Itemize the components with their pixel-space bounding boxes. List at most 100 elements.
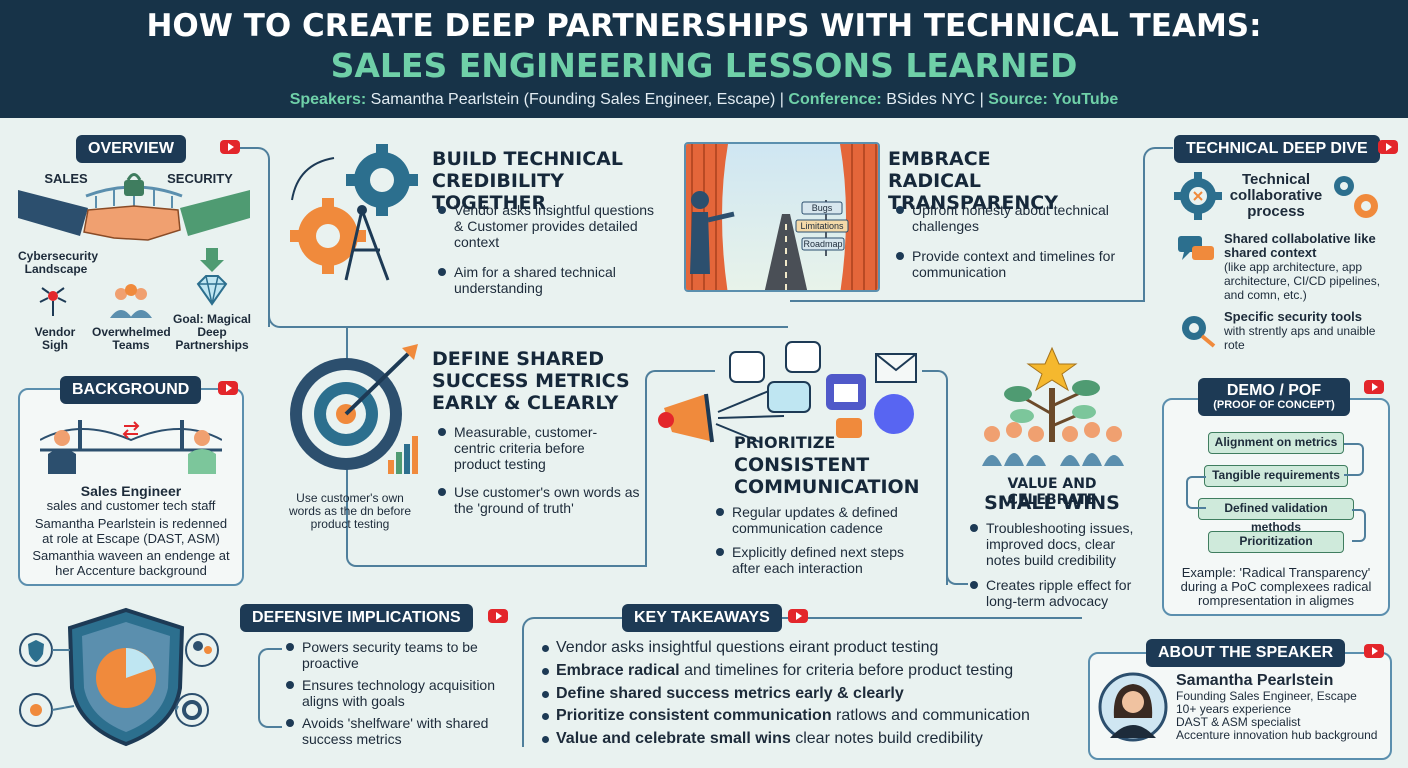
connector-line [1143,147,1173,302]
takeaway-4-bold: Prioritize consistent communication [556,707,832,724]
credibility-title: BUILD TECHNICAL CREDIBILITY TOGETHER [432,148,623,214]
background-line2: Samanthia waveen an endenge at her Accen… [32,548,230,578]
youtube-icon[interactable] [1364,644,1384,658]
speaker-info: Samantha Pearlstein Founding Sales Engin… [1176,672,1386,742]
curtain-road-icon [686,144,878,290]
bridge-icon [40,420,222,474]
speaker-pill: ABOUT THE SPEAKER [1146,639,1346,667]
transparency-illustration: Bugs Limitations Roadmap [684,142,880,292]
defensive-bullet-2: Ensures technology acquisition aligns wi… [286,677,512,709]
wins-title-2: SMALL WINS [984,492,1120,514]
wins-bullet-1: Troubleshooting issues, improved docs, c… [970,520,1152,568]
metrics-caption: Use customer's own words as the dn befor… [288,491,412,531]
communication-title-2: CONSISTENT COMMUNICATION [734,454,920,498]
youtube-icon[interactable] [220,140,240,154]
speaker-line-4: Accenture innovation hub background [1176,728,1378,742]
connector-line [922,370,948,585]
speakers-label: Speakers: [289,91,367,108]
flow-connector [1186,476,1206,509]
takeaway-4-text: ratlows and communication [831,707,1030,724]
takeaway-1: Vendor asks insightful questions eirant … [541,638,939,658]
wins-bullet-2: Creates ripple effect for long-term advo… [970,577,1152,609]
meta-separator: | [979,91,984,108]
defensive-pill: DEFENSIVE IMPLICATIONS [240,604,473,632]
communication-bullet-2: Explicitly defined next steps after each… [716,544,922,576]
speaker-name: Samantha Pearlstein [1176,672,1334,689]
takeaway-2-text: and timelines for criteria before produc… [679,662,1014,679]
demo-step-1: Alignment on metrics [1208,432,1344,454]
connector-line [645,370,715,567]
flow-connector [1352,509,1366,542]
connector-line [258,648,282,728]
youtube-icon[interactable] [788,609,808,623]
target-icon [290,344,418,474]
takeaway-1-text: Vendor asks insightful questions eirant … [556,639,939,656]
page-title: HOW TO CREATE DEEP PARTNERSHIPS WITH TEC… [146,8,1262,44]
speaker-line-2: 10+ years experience [1176,702,1292,716]
deep-dive-item-2-bold: Specific security tools [1224,309,1362,324]
takeaway-2-bold: Embrace radical [556,662,680,679]
credibility-bullet-1: Vendor asks insightful questions & Custo… [438,202,655,250]
speaker-line-1: Founding Sales Engineer, Escape [1176,689,1357,703]
connector-line [268,290,788,328]
demo-example: Example: 'Radical Transparency' during a… [1180,565,1372,608]
landscape-icon [39,287,67,316]
meta-separator: | [779,91,784,108]
youtube-icon[interactable] [488,609,508,623]
tools-icon [1182,316,1216,348]
demo-step-3: Defined validation methods [1198,498,1354,534]
landscape-label: Cybersecurity Landscape [18,249,99,276]
handshake-icon [18,173,250,241]
background-role: Sales Engineer [80,483,182,499]
background-role-desc: sales and customer tech staff [46,498,216,513]
communication-title-1: PRIORITIZE [734,433,836,452]
deep-dive-process: Technical collaborative process [1229,171,1323,220]
speaker-line-3: DAST & ASM specialist [1176,715,1301,729]
avatar [1098,672,1168,742]
sign-roadmap: Roadmap [803,239,843,249]
goal-label: Goal: Magical Deep Partnerships [172,312,252,352]
transparency-title: EMBRACE RADICAL TRANSPARENCY [888,148,1058,214]
youtube-icon[interactable] [218,381,238,395]
demo-title: DEMO / POF [1226,382,1322,399]
megaphone-apps-icon [658,341,917,443]
communication-bullet-1: Regular updates & defined communication … [716,504,922,536]
transparency-bullet-2: Provide context and timelines for commun… [896,248,1122,280]
overview-pill: OVERVIEW [76,135,186,163]
wins-title-1: VALUE AND CELEBRATE [1007,476,1097,508]
conference-label: Conference: [788,91,882,108]
flow-connector [1344,443,1364,476]
background-card [18,388,244,586]
demo-step-2: Tangible requirements [1204,465,1348,487]
takeaway-2: Embrace radical and timelines for criter… [541,661,1014,681]
security-label: SECURITY [167,171,233,186]
header-banner: HOW TO CREATE DEEP PARTNERSHIPS WITH TEC… [0,0,1408,118]
conference-value: BSides NYC [886,91,976,108]
takeaway-5-text: clear notes build credibility [790,730,983,747]
credibility-bullet-2: Aim for a shared technical understanding [438,264,654,296]
metrics-bullet-2: Use customer's own words as the 'ground … [438,484,644,516]
diamond-icon [196,248,228,306]
deep-dive-item-1-rest: (like app architecture, app architecture… [1224,260,1381,302]
background-line1: Samantha Pearlstein is redenned at role … [34,516,228,546]
takeaway-4: Prioritize consistent communication ratl… [542,706,1030,726]
defensive-bullet-1: Powers security teams to be proactive [286,639,502,671]
connector-line [946,530,968,585]
connector-line [790,300,1145,302]
source-label: Source: [988,91,1048,108]
sign-limitations: Limitations [800,221,844,231]
demo-subtitle: (PROOF OF CONCEPT) [1213,399,1335,411]
page-subtitle: SALES ENGINEERING LESSONS LEARNED [330,46,1078,85]
connector-line [346,545,646,567]
deep-dive-item-2-rest: with strently aps and unaible rote [1224,324,1376,352]
takeaway-3-bold: Define shared success metrics early & cl… [556,685,904,702]
youtube-icon[interactable] [1378,140,1398,154]
deep-dive-item-1: Shared collabolative like shared context… [1224,232,1384,303]
transparency-bullet-1: Upfront honesty about technical challeng… [896,202,1122,234]
takeaways-bracket [522,617,1082,747]
takeaway-3: Define shared success metrics early & cl… [542,684,904,704]
gear-icon [1174,172,1222,220]
gears-icon [290,144,418,281]
youtube-icon[interactable] [1364,380,1384,394]
defensive-bullet-3: Avoids 'shelfware' with shared success m… [286,715,502,747]
